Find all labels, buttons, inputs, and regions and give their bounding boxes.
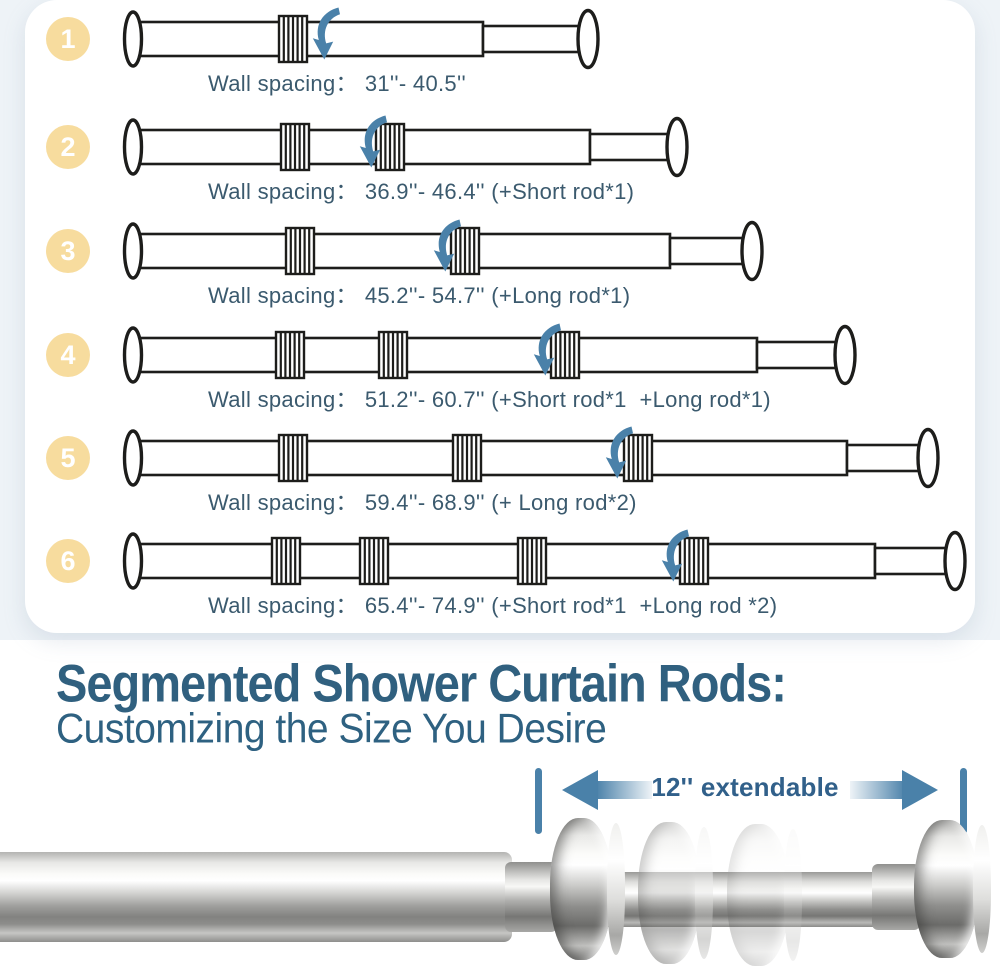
rod-illustration — [122, 426, 940, 489]
caption-label: Wall spacing： — [208, 387, 358, 412]
wall-spacing-caption: Wall spacing：59.4''- 68.9'' (+ Long rod*… — [208, 485, 637, 517]
flange-left — [550, 818, 625, 960]
caption-value: 51.2''- 60.7'' (+Short rod*1 +Long rod*1… — [364, 387, 771, 412]
page-subtitle: Customizing the Size You Desire — [56, 706, 607, 753]
flange-ghost-1 — [638, 822, 713, 964]
wall-spacing-caption: Wall spacing：36.9''- 46.4'' (+Short rod*… — [208, 174, 634, 206]
rod-photo-left-neck — [505, 862, 557, 932]
rotate-arrow-icon — [605, 426, 633, 479]
flange-ghost-2 — [727, 824, 802, 966]
rotate-arrow-icon — [661, 529, 689, 582]
rod-option-row-5: 5 Wall spacing：59.4''- 68.9'' (+ Long ro… — [25, 422, 975, 522]
page-title: Segmented Shower Curtain Rods: — [56, 653, 787, 713]
rod-illustration — [122, 529, 967, 592]
option-number-badge: 4 — [46, 333, 90, 377]
option-number-badge: 3 — [46, 229, 90, 273]
caption-value: 45.2''- 54.7'' (+Long rod*1) — [364, 283, 631, 308]
option-number-badge: 5 — [46, 436, 90, 480]
size-options-card: 1 Wall spacing：31''- 40.5'' 2 Wall spaci… — [25, 0, 975, 633]
caption-label: Wall spacing： — [208, 179, 358, 204]
rod-illustration — [122, 7, 600, 70]
wall-spacing-caption: Wall spacing：65.4''- 74.9'' (+Short rod*… — [208, 588, 777, 620]
rod-photo-right-neck — [872, 864, 920, 930]
rotate-arrow-icon — [359, 115, 387, 168]
flange-right — [914, 820, 991, 958]
caption-label: Wall spacing： — [208, 593, 358, 618]
caption-label: Wall spacing： — [208, 71, 358, 96]
rod-option-row-3: 3 Wall spacing：45.2''- 54.7'' (+Long rod… — [25, 215, 975, 315]
arrow-right-shaft — [850, 781, 906, 799]
caption-value: 65.4''- 74.9'' (+Short rod*1 +Long rod *… — [364, 593, 778, 618]
measure-tick-left — [535, 768, 542, 834]
caption-value: 36.9''- 46.4'' (+Short rod*1) — [364, 179, 635, 204]
rod-photo-thick-tube — [0, 852, 512, 942]
arrow-left-shaft — [596, 781, 652, 799]
wall-spacing-caption: Wall spacing：45.2''- 54.7'' (+Long rod*1… — [208, 278, 630, 310]
option-number-badge: 2 — [46, 125, 90, 169]
rod-illustration — [122, 219, 764, 282]
rod-illustration — [122, 115, 689, 178]
caption-value: 31''- 40.5'' — [364, 71, 466, 96]
arrow-left-icon — [562, 770, 598, 810]
rotate-arrow-icon — [433, 219, 461, 272]
wall-spacing-caption: Wall spacing：51.2''- 60.7'' (+Short rod*… — [208, 382, 771, 414]
measure-tick-right — [960, 768, 967, 834]
caption-label: Wall spacing： — [208, 490, 358, 515]
extendable-label: 12'' extendable — [651, 772, 839, 802]
rod-option-row-4: 4 Wall spacing：51.2''- 60.7'' (+Short ro… — [25, 319, 975, 419]
option-number-badge: 6 — [46, 539, 90, 583]
caption-value: 59.4''- 68.9'' (+ Long rod*2) — [364, 490, 637, 515]
caption-label: Wall spacing： — [208, 283, 358, 308]
rotate-arrow-icon — [312, 7, 340, 60]
rod-option-row-2: 2 Wall spacing：36.9''- 46.4'' (+Short ro… — [25, 111, 975, 211]
option-number-badge: 1 — [46, 17, 90, 61]
rod-illustration — [122, 323, 857, 386]
rod-option-row-1: 1 Wall spacing：31''- 40.5'' — [25, 3, 975, 103]
rod-option-row-6: 6 Wall spacing：65.4''- 74.9'' (+Short ro… — [25, 525, 975, 625]
rotate-arrow-icon — [533, 323, 561, 376]
wall-spacing-caption: Wall spacing：31''- 40.5'' — [208, 66, 466, 98]
arrow-right-icon — [902, 770, 938, 810]
